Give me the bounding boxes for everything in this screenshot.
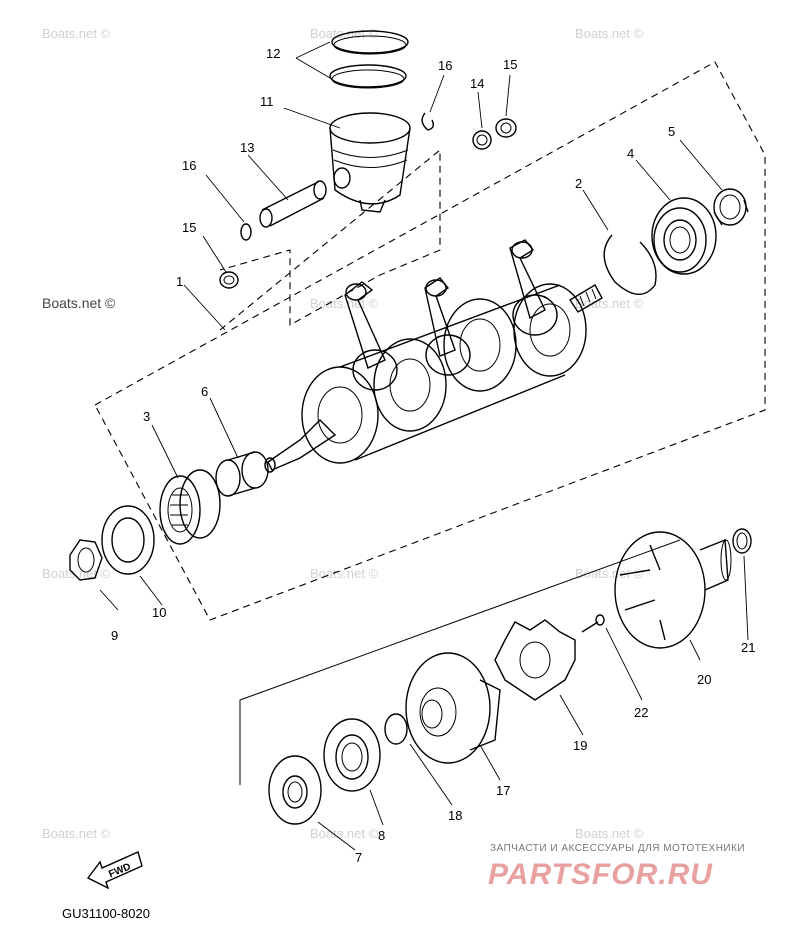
watermark-text: Boats.net © <box>575 296 644 311</box>
watermark-text: Boats.net © <box>310 826 379 841</box>
callout-17: 17 <box>496 783 510 798</box>
watermark-text: Boats.net © <box>42 26 111 41</box>
piston-pin <box>259 180 327 228</box>
fwd-arrow-icon: FWD <box>86 851 143 890</box>
callout-20: 20 <box>697 672 711 687</box>
callout-13: 13 <box>240 140 254 155</box>
oil-seal-rear <box>268 755 322 825</box>
leader-lines <box>99 41 749 851</box>
callout-5: 5 <box>668 124 675 139</box>
watermark-text: Boats.net © <box>575 566 644 581</box>
callout-3: 3 <box>143 409 150 424</box>
callout-21: 21 <box>741 640 755 655</box>
watermark-text: Boats.net © <box>42 566 111 581</box>
nut <box>69 539 103 581</box>
piston-group-boundary <box>219 148 441 331</box>
bearing-rear <box>651 197 717 275</box>
callout-7: 7 <box>355 850 362 865</box>
brand-tagline: ЗАПЧАСТИ И АКСЕССУАРЫ ДЛЯ МОТОТЕХНИКИ <box>490 843 745 854</box>
watermark-text: Boats.net © <box>575 826 644 841</box>
callout-19: 19 <box>573 738 587 753</box>
crankshaft-assembly-boundary <box>94 61 766 621</box>
callout-10: 10 <box>152 605 166 620</box>
callout-9: 9 <box>111 628 118 643</box>
partsfor-logo: ЗАПЧАСТИ И АКСЕССУАРЫ ДЛЯ МОТОТЕХНИКИ PA… <box>488 843 745 891</box>
collar-front <box>215 451 269 497</box>
washer-left <box>219 271 239 289</box>
collar-rear <box>713 188 749 226</box>
coupling <box>614 531 732 649</box>
callout-4: 4 <box>627 146 634 161</box>
o-ring-small <box>384 713 408 745</box>
callout-14: 14 <box>470 76 484 91</box>
bearing-housing <box>323 718 381 792</box>
watermarks: Boats.net © Boats.net © Boats.net © Boat… <box>42 26 644 841</box>
callout-22: 22 <box>634 705 648 720</box>
oil-seal <box>101 505 155 575</box>
callout-15: 15 <box>182 220 196 235</box>
watermark-text: Boats.net © <box>42 295 116 311</box>
bearing-front <box>159 469 221 545</box>
callout-12: 12 <box>266 46 280 61</box>
watermark-text: Boats.net © <box>310 566 379 581</box>
callout-16: 16 <box>182 158 196 173</box>
damper <box>494 619 576 701</box>
callout-8: 8 <box>378 828 385 843</box>
circlip-right <box>421 112 435 131</box>
watermark-text: Boats.net © <box>42 826 111 841</box>
crankshaft <box>264 239 603 473</box>
diagram-code: GU31100-8020 <box>62 906 150 921</box>
callout-11: 11 <box>260 94 274 109</box>
o-ring <box>732 528 752 554</box>
screw <box>581 614 605 633</box>
callouts: 12 11 13 16 15 16 14 15 1 2 4 5 6 3 9 10… <box>111 46 755 865</box>
callout-16: 16 <box>438 58 452 73</box>
callout-2: 2 <box>575 176 582 191</box>
watermark-text: Boats.net © <box>575 26 644 41</box>
coupling-group-bracket <box>239 539 681 785</box>
piston <box>329 112 411 213</box>
callout-15: 15 <box>503 57 517 72</box>
callout-6: 6 <box>201 384 208 399</box>
circlip-large <box>603 234 657 295</box>
washer-right <box>495 118 517 138</box>
coupling-front <box>405 652 501 764</box>
piston-rings <box>329 30 409 89</box>
bearing-small-end <box>472 130 492 150</box>
callout-18: 18 <box>448 808 462 823</box>
circlip-left <box>240 223 252 241</box>
brand-name: PARTSFOR.RU <box>488 858 713 891</box>
callout-1: 1 <box>176 274 183 289</box>
